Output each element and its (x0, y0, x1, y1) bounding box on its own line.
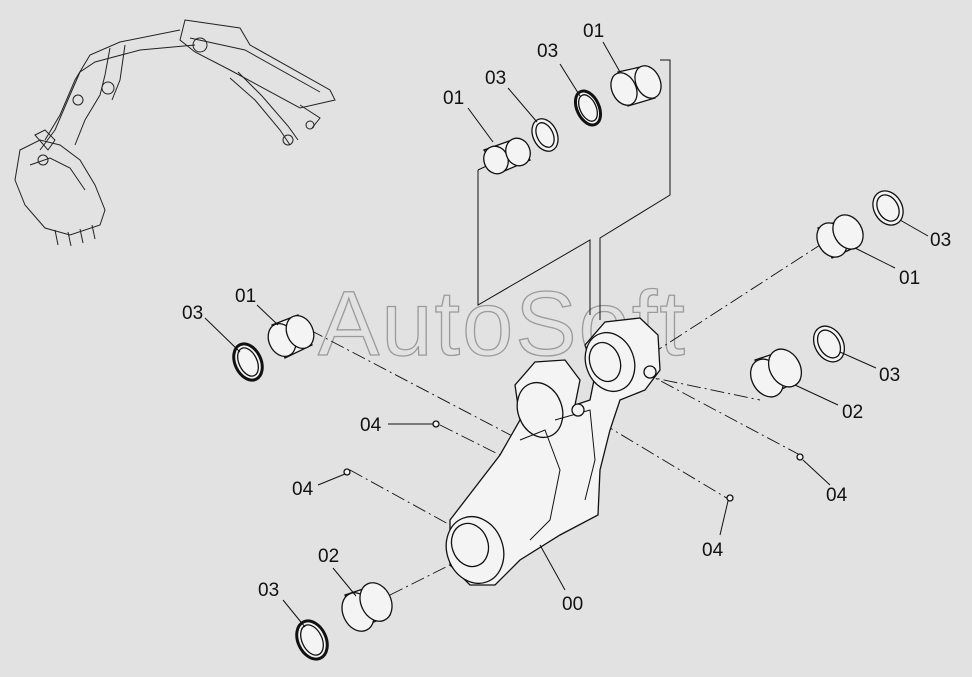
bushing-01-right (816, 214, 864, 259)
callout-04-left-lower: 04 (292, 479, 314, 500)
grease-fittings-04 (343, 420, 804, 502)
callout-03-right-mid: 03 (879, 365, 900, 386)
link-00-main-part (445, 317, 661, 586)
callout-03-left: 03 (182, 303, 203, 324)
callout-03-top-right: 03 (537, 41, 558, 62)
excavator-arm-overview-sketch (14, 19, 336, 247)
seal-ring-03-right-mid (812, 325, 846, 363)
callout-03-bottom: 03 (258, 580, 279, 601)
callout-02-bottom: 02 (318, 546, 339, 567)
seal-ring-03-right-top (872, 190, 904, 226)
bushing-02-right (749, 348, 803, 398)
bushing-01-top-right (610, 65, 662, 107)
callout-03-top-left: 03 (485, 68, 506, 89)
callout-04-right: 04 (826, 485, 848, 506)
callout-01-top-right: 01 (583, 21, 604, 42)
callout-02-right: 02 (842, 402, 863, 423)
bushing-01-top-left (482, 137, 532, 175)
seal-ring-03-bottom (295, 619, 329, 661)
callout-01-right: 01 (899, 268, 920, 289)
callout-04-left-upper: 04 (360, 415, 382, 436)
callout-00-link: 00 (562, 594, 583, 615)
seal-ring-03-left (232, 342, 264, 382)
bushing-02-bottom (341, 582, 393, 632)
callout-03-right-top: 03 (930, 230, 951, 251)
seal-ring-03-top-left (531, 118, 559, 152)
callout-04-bottom: 04 (702, 540, 724, 561)
callout-01-top-left: 01 (443, 88, 464, 109)
seal-ring-03-top-right (573, 89, 603, 127)
callout-01-left: 01 (235, 286, 256, 307)
leader-lines (204, 41, 929, 628)
bushing-01-left (267, 314, 315, 359)
